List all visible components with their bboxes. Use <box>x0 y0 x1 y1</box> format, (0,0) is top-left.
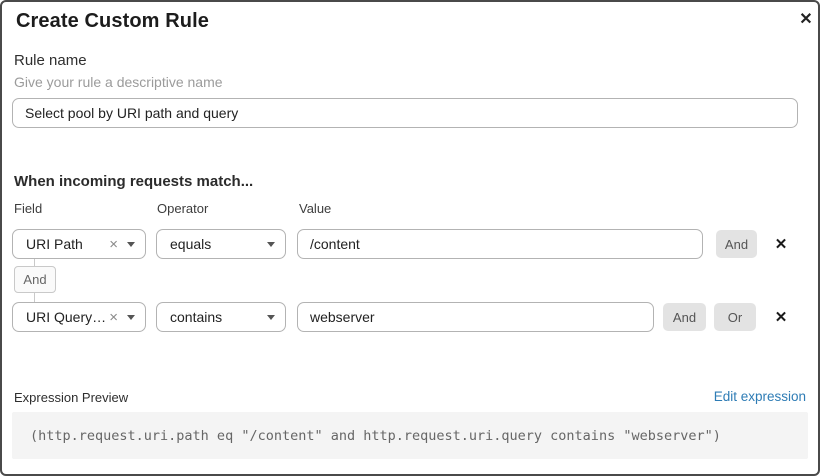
operator-select-row1-value: equals <box>170 236 212 252</box>
match-section-heading: When incoming requests match... <box>14 173 254 190</box>
value-input-row2[interactable] <box>297 302 654 332</box>
operator-select-row1[interactable]: equals <box>156 229 286 259</box>
remove-row1-icon[interactable]: ✕ <box>774 236 788 253</box>
clear-field-icon[interactable]: × <box>109 308 118 326</box>
chevron-down-icon <box>267 314 275 320</box>
field-select-row1[interactable]: URI Path × <box>12 229 146 259</box>
field-select-row1-value: URI Path <box>26 236 83 252</box>
value-column-label: Value <box>299 201 332 216</box>
or-button-row2[interactable]: Or <box>714 303 756 331</box>
expression-code-preview: (http.request.uri.path eq "/content" and… <box>12 412 808 459</box>
and-connector-badge: And <box>14 266 56 293</box>
field-select-row2[interactable]: URI Query St... × <box>12 302 146 332</box>
rule-name-label: Rule name <box>14 52 87 69</box>
close-icon[interactable]: ✕ <box>799 11 813 28</box>
rule-name-input[interactable] <box>12 98 798 128</box>
connector-line-top <box>34 259 35 267</box>
and-button-row1[interactable]: And <box>716 230 757 258</box>
connector-line-bottom <box>34 293 35 303</box>
field-select-row2-value: URI Query St... <box>26 309 110 325</box>
edit-expression-link[interactable]: Edit expression <box>713 389 806 404</box>
clear-field-icon[interactable]: × <box>109 235 118 253</box>
chevron-down-icon <box>267 241 275 247</box>
dialog-title: Create Custom Rule <box>16 10 209 32</box>
operator-column-label: Operator <box>157 201 209 216</box>
operator-select-row2-value: contains <box>170 309 223 325</box>
and-button-row2[interactable]: And <box>663 303 706 331</box>
rule-name-helper-text: Give your rule a descriptive name <box>14 74 223 90</box>
operator-select-row2[interactable]: contains <box>156 302 286 332</box>
chevron-down-icon <box>127 241 135 247</box>
chevron-down-icon <box>127 314 135 320</box>
value-input-row1[interactable] <box>297 229 703 259</box>
remove-row2-icon[interactable]: ✕ <box>774 309 788 326</box>
expression-preview-label: Expression Preview <box>14 390 129 405</box>
field-column-label: Field <box>14 201 43 216</box>
